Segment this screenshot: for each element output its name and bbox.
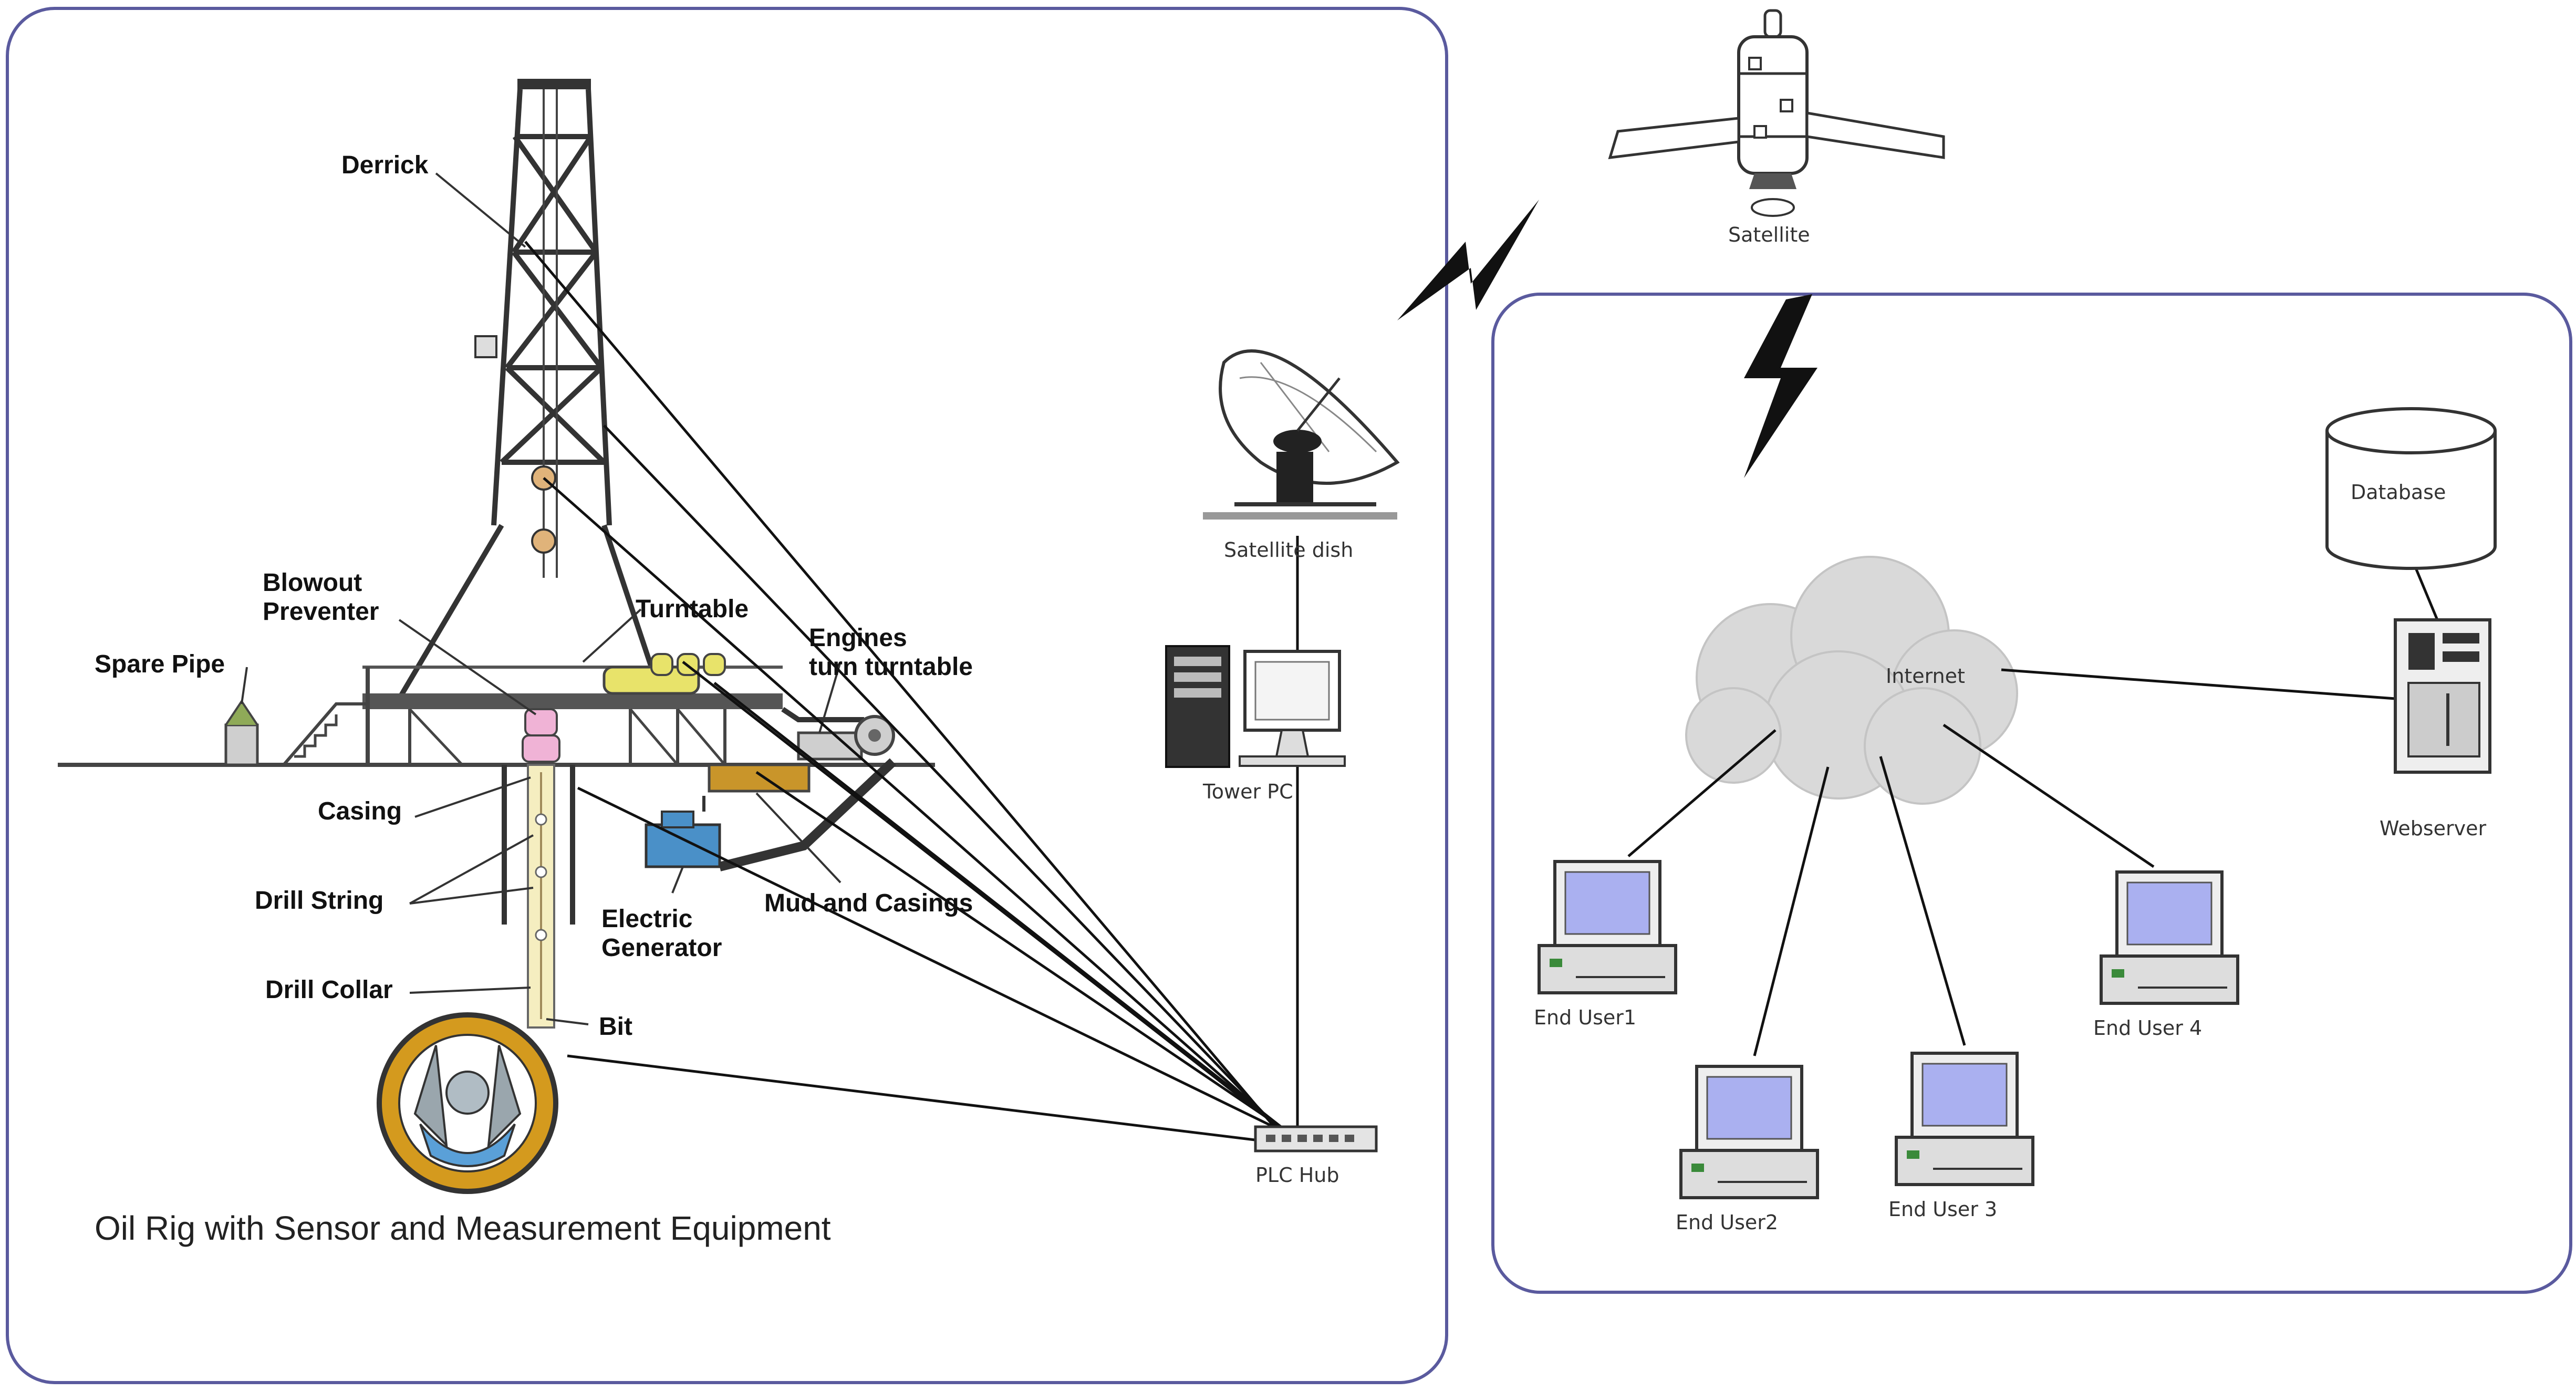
network-links xyxy=(1627,556,2439,1056)
satellite-dish-icon xyxy=(1203,349,1400,520)
label-end-user-4: End User 4 xyxy=(2093,1016,2202,1040)
blowout-preventer-icon xyxy=(522,708,560,763)
internet-cloud-icon xyxy=(1685,556,2018,805)
end-user-1-computer-icon xyxy=(1538,860,1677,994)
oil-rig-caption: Oil Rig with Sensor and Measurement Equi… xyxy=(95,1209,831,1247)
rig-platform xyxy=(282,666,864,766)
end-user-4-computer-icon xyxy=(2100,870,2239,1005)
mud-tank-icon xyxy=(708,763,811,793)
label-engines-1: Engines xyxy=(809,624,907,652)
label-electric-generator-2: Generator xyxy=(601,934,722,962)
label-derrick: Derrick xyxy=(341,151,429,179)
label-engines-2: turn turntable xyxy=(809,653,973,681)
label-satellite-dish: Satellite dish xyxy=(1224,538,1353,562)
plc-hub-icon xyxy=(1254,1125,1378,1153)
database-icon xyxy=(2325,407,2497,570)
casing-icon xyxy=(502,764,575,1029)
drill-bit-icon xyxy=(377,1012,558,1194)
label-end-user-3: End User 3 xyxy=(1888,1198,1997,1221)
internet-panel xyxy=(1491,293,2572,1294)
label-turntable: Turntable xyxy=(636,595,749,623)
turntable-icon xyxy=(603,653,726,695)
label-drill-string: Drill String xyxy=(255,887,383,915)
label-mud-and-casings: Mud and Casings xyxy=(764,889,973,917)
label-plc-hub: PLC Hub xyxy=(1255,1164,1339,1187)
oil-rig-panel xyxy=(6,7,1448,1384)
lightning-bolt-icon xyxy=(1744,294,1817,478)
label-spare-pipe: Spare Pipe xyxy=(95,650,225,678)
label-drill-collar: Drill Collar xyxy=(265,976,393,1004)
derrick-icon xyxy=(397,79,664,700)
sensor-wires xyxy=(524,241,1299,1144)
label-bit: Bit xyxy=(599,1013,632,1041)
label-satellite: Satellite xyxy=(1728,223,1810,246)
label-webserver: Webserver xyxy=(2380,817,2487,840)
end-user-3-computer-icon xyxy=(1895,1052,2034,1186)
label-blowout-preventer-2: Preventer xyxy=(263,598,379,626)
spare-pipe-icon xyxy=(224,699,259,766)
engines-icon xyxy=(797,715,895,761)
tower-pc-icon xyxy=(1165,645,1346,768)
label-end-user-2: End User2 xyxy=(1676,1211,1778,1234)
label-casing: Casing xyxy=(318,797,402,825)
end-user-2-computer-icon xyxy=(1679,1065,1819,1199)
label-leaders xyxy=(241,172,842,1025)
webserver-icon xyxy=(2394,618,2491,774)
label-electric-generator-1: Electric xyxy=(601,905,692,933)
label-tower-pc: Tower PC xyxy=(1202,780,1293,803)
label-blowout-preventer-1: Blowout xyxy=(263,569,362,597)
label-database: Database xyxy=(2351,481,2446,504)
label-end-user-1: End User1 xyxy=(1534,1006,1636,1029)
electric-generator-icon xyxy=(645,758,897,871)
label-internet: Internet xyxy=(1886,665,1965,688)
lightning-bolt-icon xyxy=(1397,200,1539,320)
satellite-icon xyxy=(1608,9,1945,217)
